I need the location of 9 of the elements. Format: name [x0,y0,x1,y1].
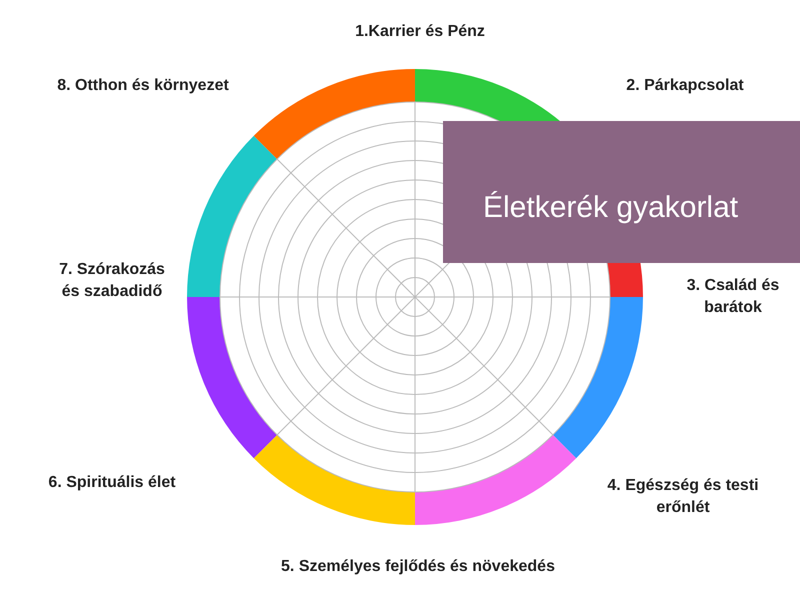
segment-label: 6. Spirituális élet [12,472,212,494]
segment-label: 4. Egészség és testi erőnlét [588,475,778,519]
segment-label: 8. Otthon és környezet [13,75,273,97]
segment-label: 1.Karrier és Pénz [320,21,520,43]
title-banner: Életkerék gyakorlat [443,121,800,263]
segment-label: 7. Szórakozás és szabadidő [50,259,174,303]
segment-label: 5. Személyes fejlődés és növekedés [208,556,628,578]
segment-label: 3. Család és barátok [673,275,793,319]
segment-label: 2. Párkapcsolat [585,75,785,97]
